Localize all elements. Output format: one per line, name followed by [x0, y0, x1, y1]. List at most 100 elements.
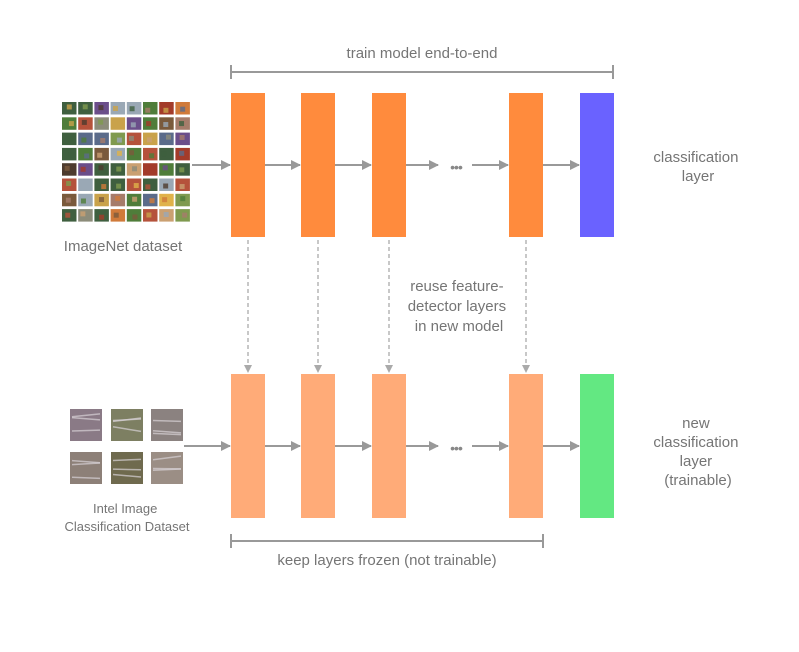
imagenet-thumbnail-detail	[133, 183, 139, 189]
imagenet-thumbnail-detail	[99, 214, 105, 220]
imagenet-thumbnail-detail	[116, 183, 122, 189]
imagenet-thumbnail-detail	[66, 180, 72, 186]
imagenet-thumbnail-detail	[145, 107, 151, 113]
imagenet-thumbnail-detail	[163, 212, 169, 218]
imagenet-thumbnail-detail	[162, 165, 168, 171]
imagenet-thumbnail-detail	[80, 211, 86, 217]
imagenet-thumbnail-detail	[68, 152, 74, 158]
imagenet-thumbnail-detail	[129, 106, 135, 112]
imagenet-thumbnail-detail	[130, 122, 136, 128]
imagenet-thumbnail-detail	[146, 212, 152, 218]
imagenet-thumbnail-detail	[131, 166, 137, 172]
imagenet-thumbnail-detail	[98, 119, 104, 125]
intel-thumbnail-texture	[71, 462, 101, 466]
intel-thumbnail	[111, 452, 143, 484]
imagenet-thumbnail-detail	[64, 165, 70, 171]
frozen-layer-1	[231, 374, 265, 518]
intel-label-line-2: Classification Dataset	[65, 519, 190, 534]
imagenet-thumbnail-detail	[163, 122, 169, 128]
imagenet-thumbnail-detail	[98, 165, 104, 171]
imagenet-thumbnail-detail	[180, 196, 186, 202]
intel-thumbnail	[70, 452, 102, 484]
intel-thumbnail-texture	[152, 432, 182, 436]
imagenet-thumbnail-detail	[132, 196, 138, 202]
intel-thumbnail-texture	[112, 458, 142, 462]
intel-thumbnail-texture	[112, 417, 142, 423]
imagenet-thumbnail	[126, 132, 142, 146]
imagenet-thumbnail-detail	[81, 119, 87, 125]
imagenet-thumbnail-detail	[165, 134, 171, 140]
imagenet-thumbnail-detail	[179, 121, 185, 127]
imagenet-thumbnail	[126, 147, 142, 161]
imagenet-thumbnail-detail	[179, 150, 185, 156]
imagenet-thumbnail-detail	[84, 153, 90, 159]
reuse-arrows	[244, 240, 530, 373]
intel-thumbnail-texture	[112, 473, 142, 478]
imagenet-thumbnail-detail	[128, 150, 134, 156]
imagenet-thumbnail-detail	[179, 134, 185, 140]
imagenet-thumbnail-detail	[82, 184, 88, 190]
reuse-label-line-1: reuse feature-	[410, 278, 503, 295]
imagenet-thumbnail-detail	[128, 135, 134, 141]
intel-thumbnail-texture	[112, 468, 142, 471]
reuse-label-line-2: detector layers	[408, 298, 506, 315]
intel-thumbnail-texture	[71, 459, 101, 464]
intel-thumbnail-texture	[112, 426, 142, 433]
imagenet-thumbnail-detail	[162, 197, 168, 203]
frozen-layer-3	[372, 374, 406, 518]
imagenet-thumbnail-detail	[146, 137, 152, 143]
imagenet-thumbnail-detail	[163, 183, 169, 189]
imagenet-thumbnail-grid	[62, 102, 190, 222]
bottom-ellipsis: •••	[450, 440, 463, 456]
imagenet-thumbnail-detail	[100, 138, 106, 144]
bottom-classification-label-line-3: layer	[680, 453, 713, 470]
imagenet-thumbnail-detail	[68, 136, 74, 142]
intel-thumbnail-texture	[71, 476, 101, 480]
imagenet-thumbnail-detail	[182, 212, 188, 218]
top-classification-label-line-2: layer	[682, 168, 715, 185]
intel-thumbnail-texture	[152, 430, 182, 434]
imagenet-thumbnail-detail	[97, 152, 103, 158]
intel-thumbnail-texture	[71, 413, 101, 418]
imagenet-thumbnail-detail	[149, 153, 155, 159]
feature-layer-3	[372, 93, 406, 237]
frozen-layer-2	[301, 374, 335, 518]
bottom-classification-label-line-4: (trainable)	[664, 472, 732, 489]
imagenet-thumbnail-detail	[80, 166, 86, 172]
imagenet-thumbnail-detail	[65, 197, 71, 203]
top-bracket-label: train model end-to-end	[347, 45, 498, 62]
imagenet-thumbnail-detail	[145, 184, 151, 190]
imagenet-thumbnail-detail	[80, 198, 86, 204]
imagenet-thumbnail-detail	[163, 107, 169, 113]
imagenet-thumbnail-detail	[82, 104, 88, 110]
reuse-label: reuse feature- detector layers in new mo…	[408, 278, 511, 335]
imagenet-thumbnail-detail	[101, 184, 107, 190]
intel-label: Intel Image Classification Dataset	[65, 501, 190, 534]
new-classification-layer	[580, 374, 614, 518]
top-classification-label-line-1: classification	[653, 149, 738, 166]
bottom-bracket-label: keep layers frozen (not trainable)	[277, 552, 496, 569]
intel-thumbnail-texture	[152, 455, 182, 461]
classification-layer	[580, 93, 614, 237]
bottom-bracket	[230, 534, 544, 548]
feature-layer-2	[301, 93, 335, 237]
bottom-row-layers	[231, 374, 614, 518]
imagenet-thumbnail-detail	[116, 137, 122, 143]
feature-layer-n	[509, 93, 543, 237]
imagenet-thumbnail-detail	[179, 167, 185, 173]
intel-thumbnail	[111, 409, 143, 441]
intel-label-line-1: Intel Image	[93, 501, 157, 516]
bottom-classification-label-line-2: classification	[653, 434, 738, 451]
imagenet-thumbnail-detail	[149, 165, 155, 171]
imagenet-thumbnail-detail	[98, 105, 104, 111]
imagenet-thumbnail-detail	[149, 198, 155, 204]
top-row-layers	[231, 93, 614, 237]
top-classification-label: classification layer	[653, 149, 742, 185]
imagenet-label: ImageNet dataset	[64, 238, 183, 255]
imagenet-thumbnail-detail	[116, 166, 122, 172]
intel-thumbnail-texture	[152, 468, 182, 471]
imagenet-thumbnail-detail	[81, 137, 87, 143]
imagenet-thumbnail-detail	[180, 106, 186, 112]
reuse-label-line-3: in new model	[415, 318, 503, 335]
